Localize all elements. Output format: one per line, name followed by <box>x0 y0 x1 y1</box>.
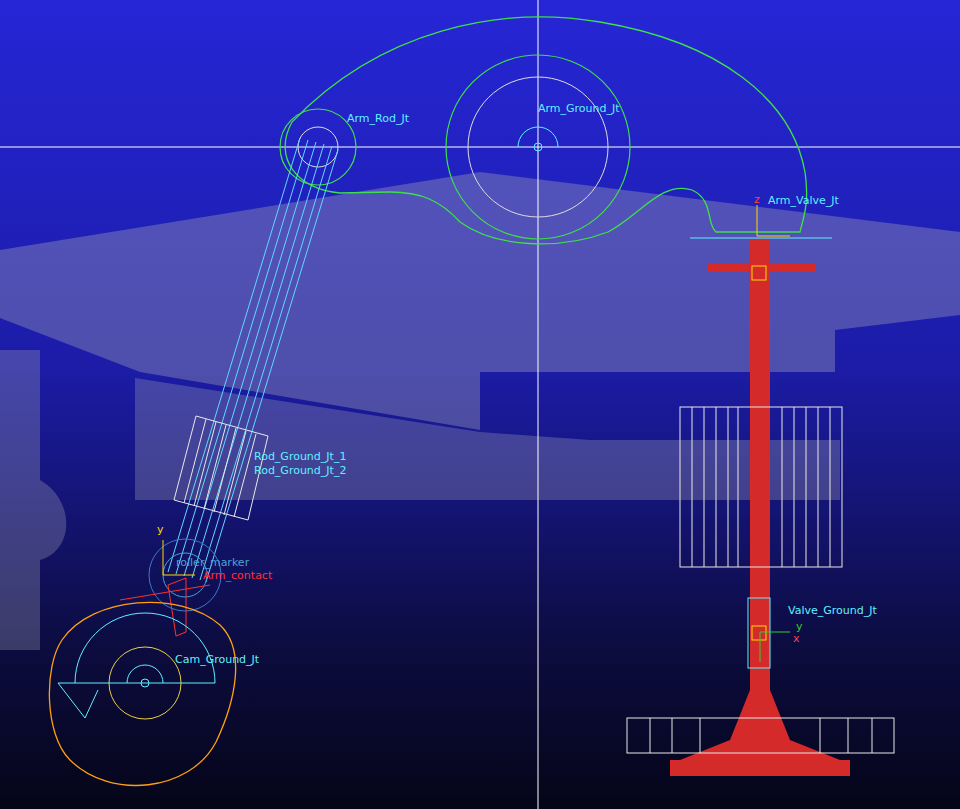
rocker-arm <box>285 17 806 244</box>
joint-label: Valve_Ground_Jt <box>788 604 877 617</box>
crosshair <box>0 147 960 148</box>
rod-joint-circle <box>280 109 356 185</box>
joint-label: Cam_Ground_Jt <box>175 653 259 666</box>
cylinder-head <box>135 378 840 500</box>
valve-head <box>670 760 850 776</box>
axis-marker <box>760 632 790 633</box>
joint-label: Arm_Ground_Jt <box>538 102 620 115</box>
axis-marker <box>757 236 790 237</box>
joint-label: Arm_Rod_Jt <box>347 112 409 125</box>
axis-marker <box>163 540 164 575</box>
valve-stem <box>750 240 770 760</box>
joint-label: Rod_Ground_Jt_2 <box>254 464 346 477</box>
valve-spring <box>680 407 842 567</box>
joint-label: Arm_contact <box>203 569 272 582</box>
cam <box>49 602 235 785</box>
joint-label: y <box>796 620 803 633</box>
joint-label: y <box>157 523 164 536</box>
pivot-circle <box>446 55 630 239</box>
push-rod <box>168 138 338 582</box>
valve-head <box>680 690 840 760</box>
rod-guide <box>174 416 268 520</box>
crosshair <box>538 0 539 809</box>
joint-symbol <box>518 127 558 147</box>
joint-symbol <box>141 679 149 687</box>
contact-plane <box>690 238 832 239</box>
valve-seat <box>627 718 894 753</box>
joint-label: x <box>793 632 800 645</box>
axis-marker <box>760 632 761 662</box>
pivot-circle <box>468 77 608 217</box>
spring-retainer <box>707 263 815 272</box>
joint-label: roller_marker <box>176 556 249 569</box>
joint-label: Arm_Valve_Jt <box>768 194 839 207</box>
joint-label: z <box>754 193 760 206</box>
joint-symbol <box>75 683 215 684</box>
joint-symbol <box>752 626 766 640</box>
joint-symbol <box>127 665 163 683</box>
cylinder-head <box>0 350 66 650</box>
joint-symbol <box>534 143 542 151</box>
contact-line <box>120 585 210 600</box>
axis-marker <box>163 575 195 576</box>
joint-symbol <box>748 598 770 668</box>
axis-marker <box>757 205 758 236</box>
joint-symbol <box>752 266 766 280</box>
joint-label: Rod_Ground_Jt_1 <box>254 450 346 463</box>
